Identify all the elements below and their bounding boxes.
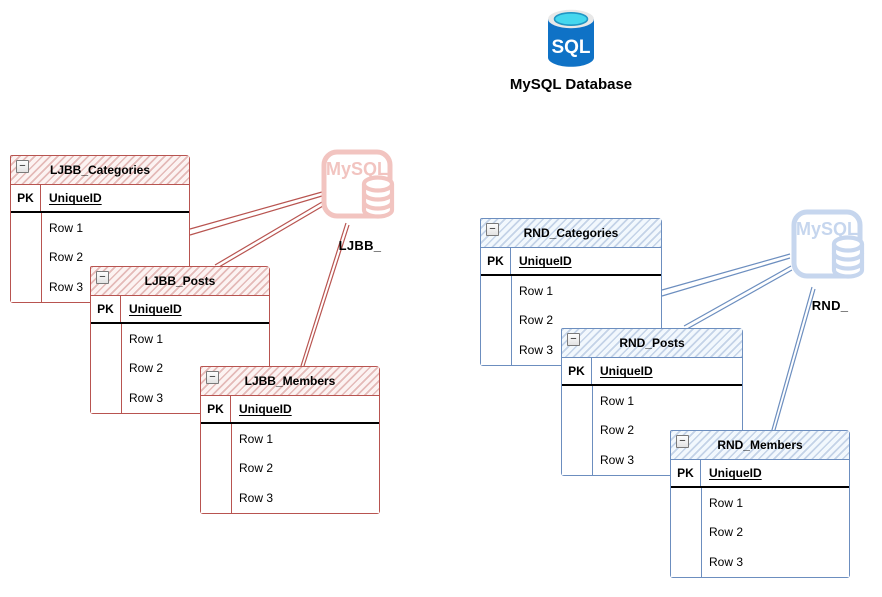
table-pk-row: PK UniqueID — [201, 396, 379, 424]
table-header: − LJBB_Posts — [91, 267, 269, 296]
column-divider — [231, 424, 232, 513]
database-cylinder-icon — [831, 235, 865, 279]
connector-rnd-posts[interactable] — [683, 265, 793, 330]
collapse-icon[interactable]: − — [567, 333, 580, 346]
table-row: Row 1 — [600, 393, 635, 408]
table-pk-row: PK UniqueID — [671, 460, 849, 488]
table-title: RND_Categories — [523, 226, 619, 240]
table-title: LJBB_Posts — [144, 274, 216, 288]
connector-ljbb-members[interactable] — [300, 222, 350, 367]
database-label-rnd: RND_ — [811, 298, 849, 313]
collapse-icon[interactable]: − — [16, 160, 29, 173]
mysql-icon: MySQL — [791, 209, 865, 279]
column-divider — [121, 324, 122, 413]
table-title: RND_Members — [717, 438, 803, 452]
table-body: Row 1 Row 2 Row 3 — [201, 424, 379, 513]
table-pk-row: PK UniqueID — [562, 358, 742, 386]
table-header: − RND_Posts — [562, 329, 742, 358]
mysql-logo-text: MySQL — [796, 219, 858, 239]
table-row: Row 2 — [519, 313, 554, 328]
table-row: Row 1 — [709, 495, 744, 510]
collapse-icon[interactable]: − — [96, 271, 109, 284]
table-row: Row 2 — [600, 423, 635, 438]
table-row: Row 1 — [49, 220, 84, 235]
connector-ljbb-posts[interactable] — [214, 201, 324, 268]
table-title: LJBB_Categories — [49, 163, 151, 177]
mysql-ljbb-shape[interactable]: MySQL LJBB_ — [320, 148, 400, 253]
database-cylinder-icon — [361, 175, 395, 219]
table-pk-row: PK UniqueID — [481, 248, 661, 276]
collapse-icon[interactable]: − — [206, 371, 219, 384]
table-row: Row 1 — [519, 283, 554, 298]
pk-cell: PK — [671, 460, 701, 486]
table-header: − RND_Categories — [481, 219, 661, 248]
collapse-icon[interactable]: − — [486, 223, 499, 236]
collapse-icon[interactable]: − — [676, 435, 689, 448]
diagram-title: MySQL Database — [509, 76, 633, 93]
field-cell: UniqueID — [519, 254, 572, 268]
table-pk-row: PK UniqueID — [11, 185, 189, 213]
column-divider — [511, 276, 512, 365]
table-row: Row 3 — [709, 554, 744, 569]
field-cell: UniqueID — [709, 466, 762, 480]
table-row: Row 2 — [49, 250, 84, 265]
mysql-rnd-shape[interactable]: MySQL RND_ — [790, 208, 870, 313]
table-row: Row 2 — [129, 361, 164, 376]
pk-cell: PK — [562, 358, 592, 384]
table-row: Row 1 — [239, 431, 274, 446]
pk-cell: PK — [201, 396, 231, 422]
table-row: Row 3 — [49, 279, 84, 294]
sql-database-shape[interactable]: SQL MySQL Database — [491, 8, 651, 93]
field-cell: UniqueID — [129, 302, 182, 316]
pk-cell: PK — [91, 296, 121, 322]
table-row: Row 3 — [239, 490, 274, 505]
table-row: Row 2 — [709, 525, 744, 540]
table-pk-row: PK UniqueID — [91, 296, 269, 324]
table-header: − LJBB_Members — [201, 367, 379, 396]
table-row: Row 3 — [519, 342, 554, 357]
mysql-icon: MySQL — [321, 149, 395, 219]
table-row: Row 3 — [129, 390, 164, 405]
table-body: Row 1 Row 2 Row 3 — [671, 488, 849, 577]
column-divider — [41, 213, 42, 302]
sql-database-icon: SQL — [548, 9, 594, 67]
pk-cell: PK — [11, 185, 41, 211]
table-title: LJBB_Members — [244, 374, 336, 388]
table-header: − RND_Members — [671, 431, 849, 460]
field-cell: UniqueID — [600, 364, 653, 378]
table-ljbb-members[interactable]: − LJBB_Members PK UniqueID Row 1 Row 2 R… — [200, 366, 380, 514]
column-divider — [592, 386, 593, 475]
connector-rnd-categories[interactable] — [661, 253, 791, 297]
column-divider — [701, 488, 702, 577]
field-cell: UniqueID — [239, 402, 292, 416]
database-label-ljbb: LJBB_ — [338, 238, 382, 253]
connector-ljbb-categories[interactable] — [189, 191, 323, 236]
table-rnd-posts[interactable]: − RND_Posts PK UniqueID Row 1 Row 2 Row … — [561, 328, 743, 476]
table-title: RND_Posts — [619, 336, 685, 350]
connector-rnd-members[interactable] — [769, 286, 816, 438]
table-header: − LJBB_Categories — [11, 156, 189, 185]
table-row: Row 3 — [600, 452, 635, 467]
sql-icon-text: SQL — [551, 37, 590, 58]
table-rnd-members[interactable]: − RND_Members PK UniqueID Row 1 Row 2 Ro… — [670, 430, 850, 578]
pk-cell: PK — [481, 248, 511, 274]
table-row: Row 1 — [129, 331, 164, 346]
mysql-logo-text: MySQL — [326, 159, 388, 179]
field-cell: UniqueID — [49, 191, 102, 205]
table-row: Row 2 — [239, 461, 274, 476]
